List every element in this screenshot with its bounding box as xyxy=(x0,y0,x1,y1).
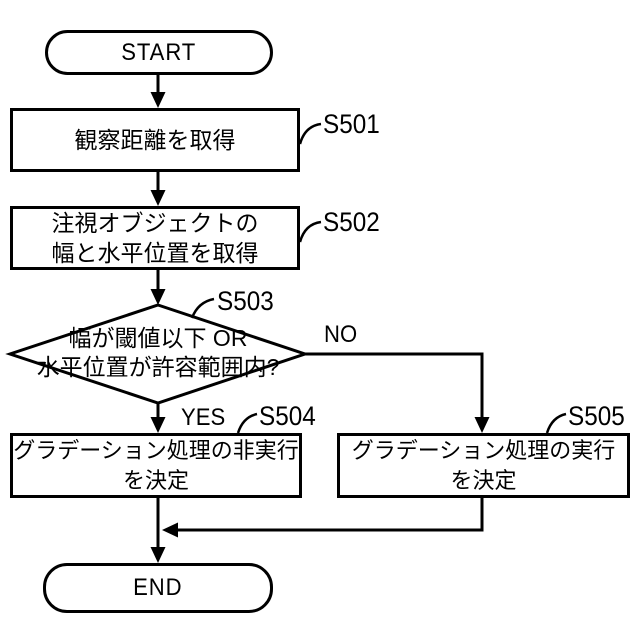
s504-text-line2: を決定 xyxy=(122,467,189,493)
step-label-s502: S502 xyxy=(323,207,380,237)
s501-text: 観察距離を取得 xyxy=(74,127,236,153)
step-label-s505: S505 xyxy=(568,401,625,431)
process-node-s504: グラデーション処理の非実行 を決定 xyxy=(10,433,302,498)
start-node: START xyxy=(45,30,273,75)
decision-node-s503: 幅が閾値以下 OR 水平位置が許容範囲内? xyxy=(28,324,288,382)
s505-text-line2: を決定 xyxy=(450,467,517,493)
s502-text-line2: 幅と水平位置を取得 xyxy=(51,240,259,266)
step-label-s501: S501 xyxy=(323,109,380,139)
s502-text-line1: 注視オブジェクトの xyxy=(51,210,259,236)
branch-label-no: NO xyxy=(324,321,358,348)
step-label-s504: S504 xyxy=(259,401,316,431)
leader-hook-s505 xyxy=(545,412,567,434)
connector-no-s505 xyxy=(305,352,484,420)
arrowhead-icon xyxy=(162,522,178,538)
arrowhead-icon xyxy=(150,289,166,305)
arrowhead-icon xyxy=(150,190,166,206)
arrowhead-icon xyxy=(150,92,166,108)
leader-hook-s502 xyxy=(298,220,322,243)
step-label-s503: S503 xyxy=(217,286,274,316)
leader-hook-s503 xyxy=(190,297,215,319)
arrowhead-icon xyxy=(150,417,166,433)
arrowhead-icon xyxy=(150,547,166,563)
s503-text-line2: 水平位置が許容範囲内? xyxy=(36,354,280,380)
s503-text-line1: 幅が閾値以下 OR xyxy=(68,325,248,351)
end-label: END xyxy=(133,574,183,601)
process-node-s502: 注視オブジェクトの 幅と水平位置を取得 xyxy=(10,206,300,270)
connector-s505-merge xyxy=(178,498,484,532)
arrowhead-icon xyxy=(474,417,490,433)
leader-hook-s504 xyxy=(236,412,258,434)
process-node-s501: 観察距離を取得 xyxy=(10,108,300,172)
start-label: START xyxy=(121,38,197,66)
s504-text-line1: グラデーション処理の非実行 xyxy=(13,437,299,463)
process-node-s505: グラデーション処理の実行 を決定 xyxy=(337,433,630,498)
branch-label-yes: YES xyxy=(181,404,226,431)
end-node: END xyxy=(43,563,273,613)
s505-text-line1: グラデーション処理の実行 xyxy=(351,437,616,463)
leader-hook-s501 xyxy=(298,122,322,145)
